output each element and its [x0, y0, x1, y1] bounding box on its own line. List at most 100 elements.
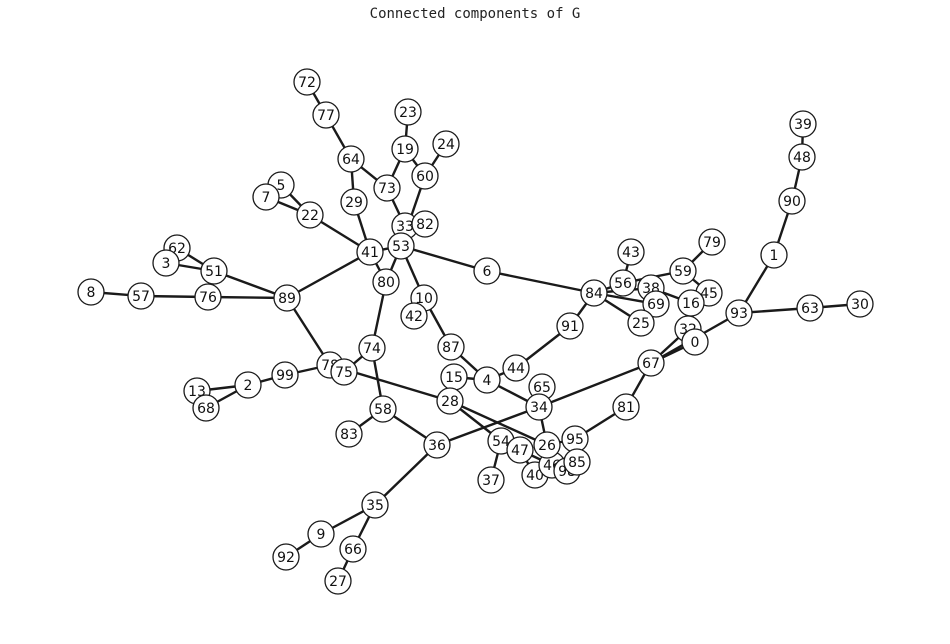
- node-label: 22: [301, 208, 319, 224]
- node-19: 19: [391, 135, 419, 163]
- node-circle: [477, 466, 505, 494]
- node-label: 34: [530, 400, 548, 416]
- node-66: 66: [339, 535, 367, 563]
- node-circle: [391, 135, 419, 163]
- node-label: 43: [622, 245, 640, 261]
- node-circle: [356, 238, 384, 266]
- node-label: 24: [437, 137, 455, 153]
- node-circle: [637, 349, 665, 377]
- node-circle: [296, 201, 324, 229]
- node-label: 9: [317, 527, 326, 543]
- node-74: 74: [358, 334, 386, 362]
- node-circle: [358, 334, 386, 362]
- node-label: 81: [617, 400, 635, 416]
- node-42: 42: [400, 302, 428, 330]
- node-2: 2: [234, 371, 262, 399]
- node-56: 56: [609, 269, 637, 297]
- node-label: 99: [276, 368, 294, 384]
- node-79: 79: [698, 228, 726, 256]
- node-label: 65: [533, 380, 551, 396]
- node-label: 91: [561, 319, 579, 335]
- edge-34-67: [538, 361, 652, 409]
- node-circle: [411, 210, 439, 238]
- node-33: 33: [391, 212, 419, 240]
- node-label: 45: [700, 286, 718, 302]
- node-60: 60: [411, 162, 439, 190]
- node-77: 77: [312, 101, 340, 129]
- node-label: 60: [416, 169, 434, 185]
- node-73: 73: [373, 174, 401, 202]
- node-59: 59: [669, 257, 697, 285]
- node-label: 64: [342, 152, 360, 168]
- node-circle: [788, 143, 816, 171]
- node-label: 92: [277, 550, 295, 566]
- node-23: 23: [394, 98, 422, 126]
- node-64: 64: [337, 145, 365, 173]
- node-label: 42: [405, 309, 423, 325]
- node-label: 87: [442, 340, 460, 356]
- node-circle: [273, 284, 301, 312]
- node-7: 7: [252, 183, 280, 211]
- node-circle: [437, 333, 465, 361]
- node-label: 95: [566, 432, 584, 448]
- node-circle: [533, 431, 561, 459]
- node-label: 4: [483, 373, 492, 389]
- node-circle: [725, 299, 753, 327]
- node-circle: [200, 257, 228, 285]
- node-circle: [324, 567, 352, 595]
- node-label: 69: [647, 297, 665, 313]
- node-label: 84: [585, 286, 603, 302]
- node-circle: [312, 101, 340, 129]
- node-84: 84: [580, 279, 608, 307]
- node-label: 56: [614, 276, 632, 292]
- node-63: 63: [796, 294, 824, 322]
- node-circle: [339, 535, 367, 563]
- node-circle: [194, 283, 222, 311]
- node-92: 92: [272, 543, 300, 571]
- node-circle: [373, 174, 401, 202]
- node-label: 36: [428, 438, 446, 454]
- edge-36-35: [374, 444, 438, 506]
- node-51: 51: [200, 257, 228, 285]
- node-label: 79: [703, 235, 721, 251]
- edge-28-26: [449, 399, 548, 447]
- node-3: 3: [152, 249, 180, 277]
- node-39: 39: [789, 110, 817, 138]
- node-circle: [127, 282, 155, 310]
- node-22: 22: [296, 201, 324, 229]
- node-circle: [432, 130, 460, 158]
- node-6: 6: [473, 257, 501, 285]
- node-circle: [369, 395, 397, 423]
- node-circle: [580, 279, 608, 307]
- node-label: 2: [244, 378, 253, 394]
- node-29: 29: [340, 188, 368, 216]
- node-15: 15: [440, 363, 468, 391]
- node-label: 30: [851, 297, 869, 313]
- node-8: 8: [77, 278, 105, 306]
- node-1: 1: [760, 241, 788, 269]
- node-circle: [669, 257, 697, 285]
- node-label: 63: [801, 301, 819, 317]
- edge-53-6: [400, 244, 488, 273]
- node-label: 58: [374, 402, 392, 418]
- node-82: 82: [411, 210, 439, 238]
- node-circle: [612, 393, 640, 421]
- node-circle: [337, 145, 365, 173]
- node-circle: [340, 188, 368, 216]
- node-label: 44: [507, 361, 525, 377]
- node-57: 57: [127, 282, 155, 310]
- node-43: 43: [617, 238, 645, 266]
- node-circle: [252, 183, 280, 211]
- node-37: 37: [477, 466, 505, 494]
- node-label: 26: [538, 438, 556, 454]
- node-circle: [192, 394, 220, 422]
- node-label: 35: [366, 498, 384, 514]
- node-label: 41: [361, 245, 379, 261]
- node-circle: [394, 98, 422, 126]
- node-label: 54: [492, 434, 510, 450]
- node-circle: [473, 366, 501, 394]
- node-68: 68: [192, 394, 220, 422]
- node-circle: [642, 290, 670, 318]
- node-76: 76: [194, 283, 222, 311]
